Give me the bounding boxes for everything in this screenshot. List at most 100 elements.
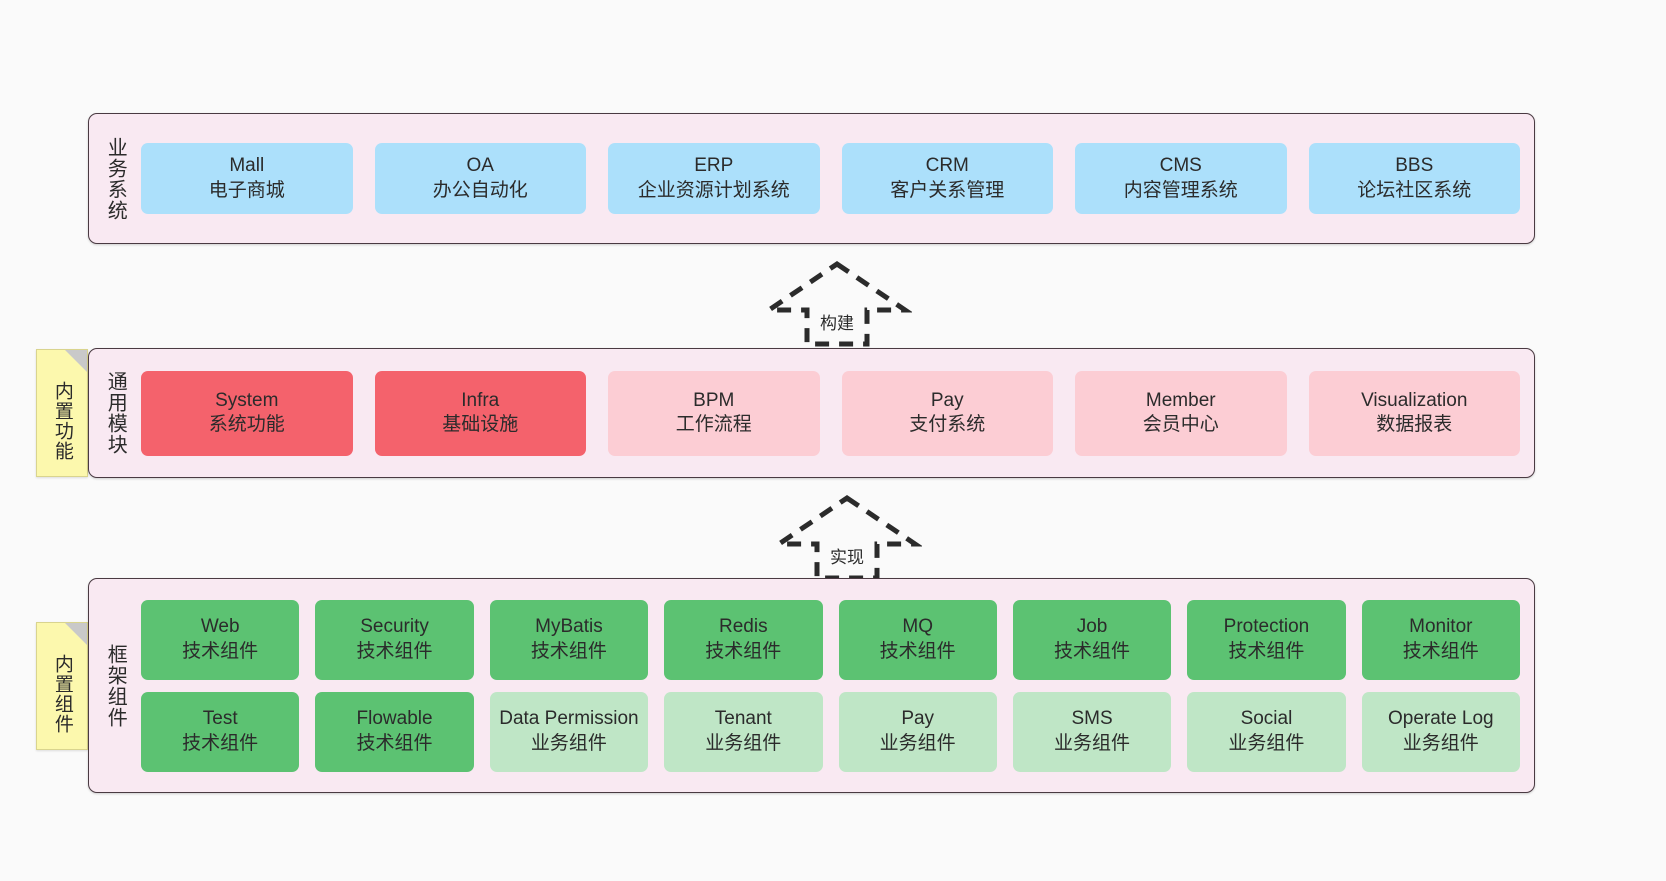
note-fold-corner-icon xyxy=(65,623,87,645)
card-title: Flowable xyxy=(356,708,433,730)
layer-title-common-modules: 通用模块 xyxy=(104,371,127,455)
card-row: System 系统功能 Infra 基础设施 BPM 工作流程 Pay 支付系统… xyxy=(141,370,1520,456)
card-subtitle: 论坛社区系统 xyxy=(1357,179,1472,201)
card-subtitle: 技术组件 xyxy=(356,732,433,754)
card-operate-log[interactable]: Operate Log 业务组件 xyxy=(1361,691,1520,772)
card-title: BBS xyxy=(1395,155,1434,177)
card-bbs[interactable]: BBS 论坛社区系统 xyxy=(1308,143,1520,214)
card-web[interactable]: Web 技术组件 xyxy=(141,599,300,680)
card-pay[interactable]: Pay 支付系统 xyxy=(841,370,1053,456)
card-monitor[interactable]: Monitor 技术组件 xyxy=(1361,599,1520,680)
card-subtitle: 技术组件 xyxy=(356,640,433,662)
card-title: ERP xyxy=(694,155,734,177)
note-built-in-functions: 内置功能 xyxy=(36,349,88,477)
card-title: Job xyxy=(1076,616,1108,638)
arrow-realize-icon: 实现 xyxy=(772,492,922,582)
card-title: SMS xyxy=(1071,708,1113,730)
card-title: MyBatis xyxy=(535,616,603,638)
card-cms[interactable]: CMS 内容管理系统 xyxy=(1075,143,1287,214)
layer-common-modules: 通用模块 System 系统功能 Infra 基础设施 BPM 工作流程 Pay… xyxy=(88,348,1535,478)
arrow-build-icon: 构建 xyxy=(762,258,912,348)
card-subtitle: 技术组件 xyxy=(182,640,259,662)
card-redis[interactable]: Redis 技术组件 xyxy=(664,599,823,680)
card-subtitle: 业务组件 xyxy=(530,732,607,754)
card-title: Tenant xyxy=(714,708,772,730)
card-subtitle: 业务组件 xyxy=(1402,732,1479,754)
card-test[interactable]: Test 技术组件 xyxy=(141,691,300,772)
card-mq[interactable]: MQ 技术组件 xyxy=(838,599,997,680)
card-title: Test xyxy=(202,708,238,730)
card-subtitle: 技术组件 xyxy=(530,640,607,662)
layer-business-systems: 业务系统 Mall 电子商城 OA 办公自动化 ERP 企业资源计划系统 CRM… xyxy=(88,113,1535,244)
card-title: MQ xyxy=(902,616,933,638)
card-subtitle: 基础设施 xyxy=(442,414,519,435)
card-container-common-modules: System 系统功能 Infra 基础设施 BPM 工作流程 Pay 支付系统… xyxy=(141,349,1534,477)
card-title: Web xyxy=(200,616,240,638)
card-title: CRM xyxy=(925,155,969,177)
card-data-permission[interactable]: Data Permission 业务组件 xyxy=(489,691,649,772)
card-social[interactable]: Social 业务组件 xyxy=(1187,691,1346,772)
card-bpm[interactable]: BPM 工作流程 xyxy=(608,370,820,456)
card-protection[interactable]: Protection 技术组件 xyxy=(1187,599,1346,680)
card-subtitle: 业务组件 xyxy=(1054,732,1131,754)
card-subtitle: 内容管理系统 xyxy=(1123,179,1238,201)
layer-title-framework-components: 框架组件 xyxy=(104,643,127,728)
card-subtitle: 技术组件 xyxy=(182,732,259,754)
card-row: Web 技术组件 Security 技术组件 MyBatis 技术组件 Redi… xyxy=(141,599,1520,680)
card-job[interactable]: Job 技术组件 xyxy=(1012,599,1172,680)
card-subtitle: 工作流程 xyxy=(675,414,752,435)
card-subtitle: 业务组件 xyxy=(705,732,782,754)
card-crm[interactable]: CRM 客户关系管理 xyxy=(841,143,1053,214)
card-tenant[interactable]: Tenant 业务组件 xyxy=(664,691,823,772)
card-title: Data Permission xyxy=(499,708,639,730)
card-subtitle: 数据报表 xyxy=(1376,414,1453,435)
layer-title-business-systems: 业务系统 xyxy=(104,136,127,221)
card-member[interactable]: Member 会员中心 xyxy=(1075,370,1287,456)
note-label: 内置功能 xyxy=(51,381,73,461)
card-title: Mall xyxy=(229,155,265,177)
card-title: Operate Log xyxy=(1387,708,1494,730)
note-fold-corner-icon xyxy=(65,350,87,372)
card-pay-business[interactable]: Pay 业务组件 xyxy=(838,691,997,772)
card-visualization[interactable]: Visualization 数据报表 xyxy=(1308,370,1520,456)
card-infra[interactable]: Infra 基础设施 xyxy=(374,370,586,456)
card-subtitle: 业务组件 xyxy=(1228,732,1305,754)
card-title: Infra xyxy=(461,389,500,411)
card-security[interactable]: Security 技术组件 xyxy=(315,599,474,680)
card-subtitle: 客户关系管理 xyxy=(890,179,1005,201)
note-built-in-components: 内置组件 xyxy=(36,622,88,750)
card-row: Test 技术组件 Flowable 技术组件 Data Permission … xyxy=(141,691,1520,772)
card-title: Security xyxy=(360,616,429,638)
card-subtitle: 技术组件 xyxy=(879,640,956,662)
card-mall[interactable]: Mall 电子商城 xyxy=(141,143,353,214)
card-subtitle: 会员中心 xyxy=(1142,414,1219,435)
card-row: Mall 电子商城 OA 办公自动化 ERP 企业资源计划系统 CRM 客户关系… xyxy=(141,143,1520,214)
card-title: Monitor xyxy=(1409,616,1473,638)
card-subtitle: 技术组件 xyxy=(1402,640,1479,662)
card-subtitle: 技术组件 xyxy=(705,640,782,662)
card-subtitle: 技术组件 xyxy=(1054,640,1131,662)
card-flowable[interactable]: Flowable 技术组件 xyxy=(315,691,474,772)
card-subtitle: 企业资源计划系统 xyxy=(637,179,790,201)
card-title: Protection xyxy=(1223,616,1310,638)
card-title: BPM xyxy=(693,389,735,411)
card-subtitle: 电子商城 xyxy=(208,179,285,201)
card-title: Member xyxy=(1145,389,1216,411)
card-title: System xyxy=(215,389,279,411)
card-title: Redis xyxy=(719,616,768,638)
card-subtitle: 支付系统 xyxy=(909,414,986,435)
card-subtitle: 业务组件 xyxy=(879,732,956,754)
card-subtitle: 办公自动化 xyxy=(432,179,528,201)
card-title: Social xyxy=(1240,708,1293,730)
card-system[interactable]: System 系统功能 xyxy=(141,370,353,456)
layer-framework-components: 框架组件 Web 技术组件 Security 技术组件 MyBatis 技术组件… xyxy=(88,578,1535,793)
card-title: Pay xyxy=(930,389,964,411)
card-oa[interactable]: OA 办公自动化 xyxy=(374,143,586,214)
card-title: Visualization xyxy=(1361,389,1468,411)
card-erp[interactable]: ERP 企业资源计划系统 xyxy=(608,143,820,214)
card-title: OA xyxy=(466,155,494,177)
card-sms[interactable]: SMS 业务组件 xyxy=(1012,691,1172,772)
card-container-business-systems: Mall 电子商城 OA 办公自动化 ERP 企业资源计划系统 CRM 客户关系… xyxy=(141,114,1534,243)
card-mybatis[interactable]: MyBatis 技术组件 xyxy=(489,599,649,680)
